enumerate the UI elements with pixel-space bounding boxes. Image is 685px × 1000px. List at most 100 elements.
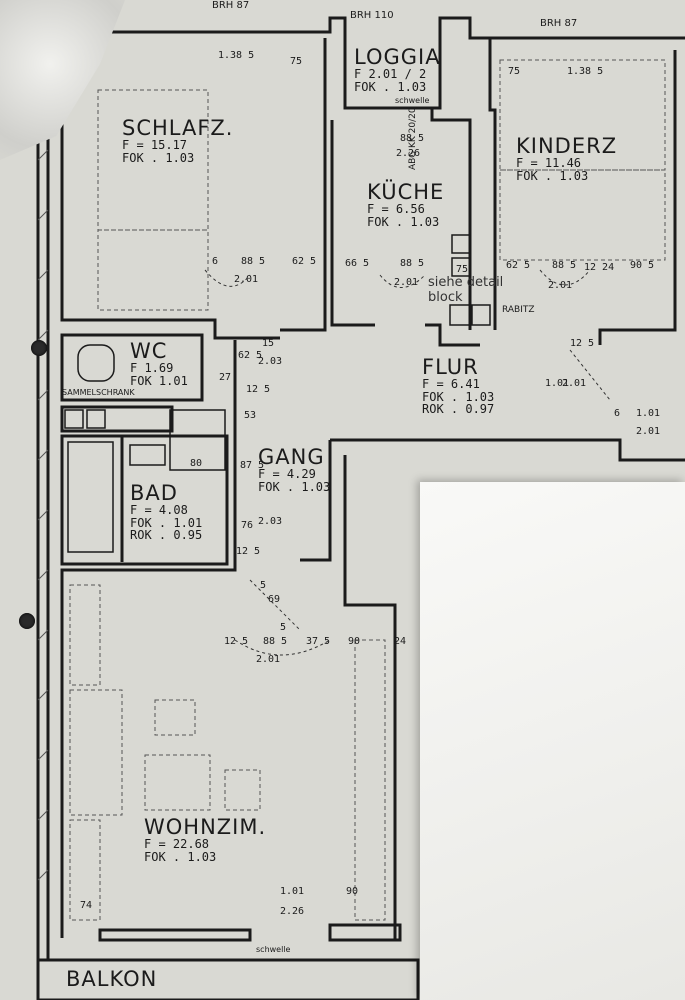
dim: 75 [456,264,469,275]
dim: 88 5 [241,256,266,267]
dim: 12 5 [570,338,595,349]
room-wohnzim: WOHNZIM. F = 22.68 FOK . 1.03 [144,816,266,863]
room-name: GANG [258,445,325,469]
room-fok: FOK . 1.03 [354,79,427,94]
wohnzim-threshold: schwelle [256,945,291,954]
dim: 76 [241,520,254,531]
room-bad: BAD F = 4.08 FOK . 1.01 ROK . 0.95 [130,482,202,542]
room-area: F = 11.46 [516,156,582,171]
room-area: F 1.69 [130,361,174,376]
room-balkon: BALKON [66,968,157,990]
dim: 2.26 [396,148,421,159]
dim: 88 5 [263,636,288,647]
room-fok: FOK 1.01 [130,373,188,388]
room-area: F = 6.41 [422,377,480,392]
dim: 2.01 [256,654,281,665]
dim: 27 [219,372,232,383]
room-name: SCHLAFZ. [122,116,234,140]
dim: 1.01 [636,408,661,419]
dim: 1.01 [280,886,305,897]
detail-note-line2: block [428,290,463,305]
dim: 6 [614,408,621,419]
room-flur: FLUR F = 6.41 FOK . 1.03 ROK . 0.97 [422,356,494,416]
dim: 75 [508,66,521,77]
dim: 75 [290,56,303,67]
dim: 12 5 [224,636,249,647]
rabitz-label: RABITZ [502,305,535,315]
dim: 1.38 5 [567,66,604,77]
room-fok: FOK . 1.03 [258,479,331,494]
dim: 12 5 [236,546,261,557]
room-rok: ROK . 0.95 [130,528,203,543]
dim: 2.03 [258,516,283,527]
dim: 87 5 [240,460,265,471]
room-loggia: LOGGIA F 2.01 / 2 FOK . 1.03 [354,46,441,93]
room-rok: ROK . 0.97 [422,402,495,417]
dim: 37 5 [306,636,331,647]
room-fok: FOK . 1.03 [367,214,440,229]
dim: 12 24 [584,262,615,273]
dim: 24 [394,636,407,647]
dim: 2.01 [636,426,661,437]
room-name: KINDERZ [516,134,618,158]
room-gang: GANG F = 4.29 FOK . 1.03 [258,446,330,493]
dim: 2.03 [258,356,283,367]
room-name: BALKON [66,967,158,991]
room-wc: WC F 1.69 FOK 1.01 [130,340,188,387]
room-name: BAD [130,481,178,505]
room-name: LOGGIA [354,45,441,69]
dim: 53 [244,410,257,421]
blank-paper-overlay [420,482,685,1000]
room-fok: FOK . 1.03 [422,389,495,404]
dim: 88 5 [400,133,425,144]
detail-note-line1: siehe detail [428,275,504,290]
room-fok: FOK . 1.03 [516,168,589,183]
wc-note: SAMMELSCHRANK [62,388,135,397]
dim: 74 [80,900,93,911]
dim: 1.38 5 [218,50,255,61]
room-name: FLUR [422,355,479,379]
dim: 5 [260,580,267,591]
dim: 2.01 [234,274,259,285]
room-fok: FOK . 1.03 [122,150,195,165]
dim: 66 5 [345,258,370,269]
dim: 2.26 [280,906,305,917]
dim: 2.01 [562,378,587,389]
dim: 1.01 [545,378,570,389]
dim: 90 [346,886,359,897]
binder-hole-top [31,340,47,356]
room-area: F 2.01 / 2 [354,67,427,82]
brh-label-center: BRH 110 [350,10,394,21]
room-area: F = 15.17 [122,138,188,153]
dim: 15 [262,338,275,349]
dim: 80 [190,458,203,469]
room-name: WC [130,339,168,363]
room-schlafz: SCHLAFZ. F = 15.17 FOK . 1.03 [122,117,233,164]
room-fok: FOK . 1.03 [144,849,217,864]
dim: 62 5 [238,350,263,361]
loggia-threshold: schwelle [395,96,430,105]
room-fok: FOK . 1.01 [130,515,203,530]
dim: 2.01 [548,280,573,291]
dim: 88 5 [400,258,425,269]
dim: 90 5 [630,260,655,271]
dim: 5 [280,622,287,633]
room-kinderz: KINDERZ F = 11.46 FOK . 1.03 [516,135,617,182]
dim: 90 [348,636,361,647]
room-area: F = 4.29 [258,467,316,482]
dim: 12 5 [246,384,271,395]
room-name: KÜCHE [367,180,445,204]
binder-hole-bottom [19,613,35,629]
dim: 6 [212,256,219,267]
dim: 69 [268,594,281,605]
dim: 62 5 [506,260,531,271]
room-kueche: KÜCHE F = 6.56 FOK . 1.03 [367,181,444,228]
brh-label-right: BRH 87 [540,18,578,29]
dim: 2.01 [394,277,419,288]
dim: 62 5 [292,256,317,267]
room-area: F = 4.08 [130,503,188,518]
room-area: F = 6.56 [367,202,425,217]
room-area: F = 22.68 [144,837,210,852]
room-name: WOHNZIM. [144,815,267,839]
dim: 88 5 [552,260,577,271]
